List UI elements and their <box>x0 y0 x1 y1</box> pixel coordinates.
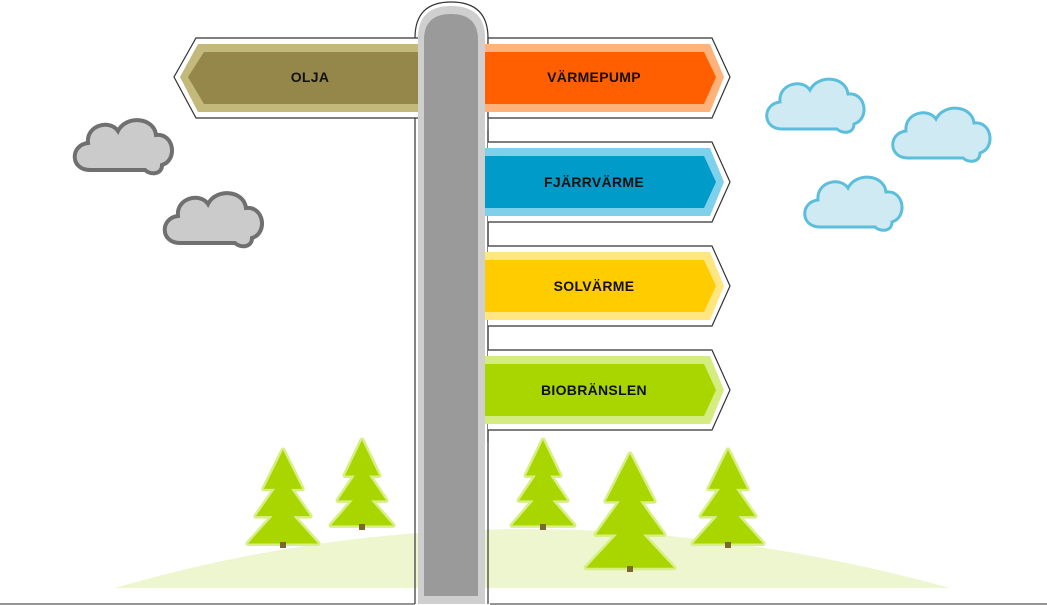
grey-clouds <box>72 118 264 249</box>
signpost-pole <box>418 6 485 604</box>
signpost-outline <box>414 1 489 604</box>
trees <box>245 437 766 572</box>
cloud-icon <box>803 175 904 232</box>
tree-icon <box>509 437 577 530</box>
cloud-icon <box>765 77 866 134</box>
cloud-icon <box>162 191 264 249</box>
cloud-icon <box>72 118 174 176</box>
cloud-icon <box>891 106 992 163</box>
sign-label-varmepump: VÄRMEPUMP <box>547 69 641 85</box>
sign-fjarrvarme: FJÄRRVÄRME <box>484 130 731 233</box>
sign-label-fjarrvarme: FJÄRRVÄRME <box>544 174 644 190</box>
sign-solvarme: SOLVÄRME <box>484 233 731 338</box>
sign-varmepump: VÄRMEPUMP <box>484 37 731 119</box>
sign-olja: OLJA <box>173 37 420 119</box>
blue-clouds <box>765 77 992 232</box>
sign-label-biobranslen: BIOBRÄNSLEN <box>541 382 647 398</box>
sign-biobranslen: BIOBRÄNSLEN <box>484 338 731 442</box>
sign-label-solvarme: SOLVÄRME <box>554 278 635 294</box>
tree-icon <box>690 447 766 548</box>
tree-icon <box>245 447 321 548</box>
tree-icon <box>583 451 677 572</box>
tree-icon <box>328 437 396 530</box>
hill <box>115 529 950 588</box>
sign-label-olja: OLJA <box>291 69 330 85</box>
